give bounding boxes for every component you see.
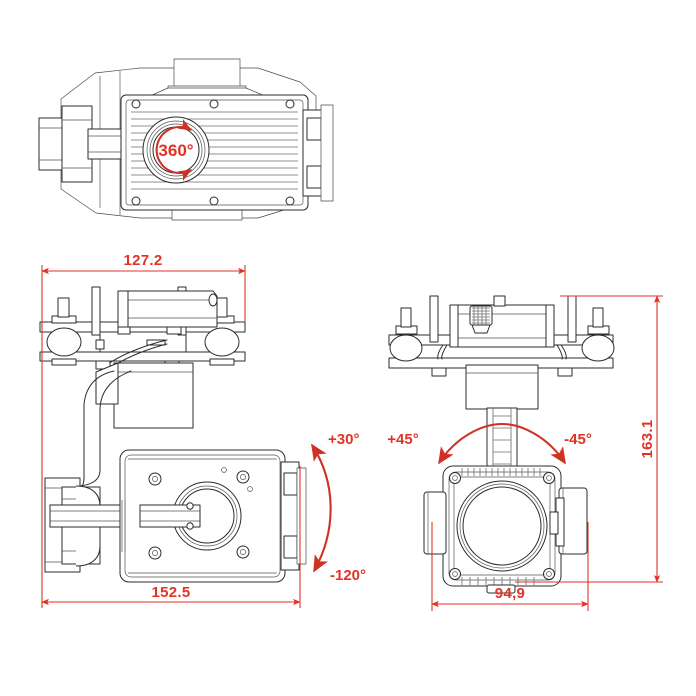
- side-view-body-screws: [148, 467, 253, 560]
- tilt-up-label: +30°: [328, 431, 359, 448]
- top-view-cooling-fins: [131, 111, 298, 190]
- dimension-94-9-label: 94,9: [495, 585, 525, 602]
- roll-angle-indicator: +45° -45°: [387, 422, 592, 465]
- front-view-knurled-knob: [469, 305, 493, 334]
- dimension-152-5-label: 152.5: [151, 584, 190, 601]
- rotation-360-label: 360°: [158, 141, 193, 160]
- dimension-127-2-label: 127.2: [123, 252, 162, 269]
- top-view-right-connector: [302, 104, 334, 202]
- tilt-down-label: -120°: [330, 567, 366, 584]
- roll-left-label: +45°: [387, 431, 418, 448]
- side-view-yaw-housing: [95, 362, 194, 429]
- dimension-152-5: 152.5: [41, 322, 301, 608]
- top-view-screws: [131, 99, 295, 206]
- front-view-yaw-housing: [465, 364, 539, 410]
- view-front: 163.1 94,9 +45° -45°: [387, 295, 663, 611]
- front-view-top-ribs: [461, 468, 541, 476]
- front-view-bottom-ribs: [461, 577, 535, 585]
- dimension-127-2: 127.2: [41, 252, 246, 322]
- side-view-camera-body: [119, 449, 307, 583]
- front-view-damper-plate: [388, 295, 615, 377]
- view-side: 127.2 152.5 +30° -120°: [39, 252, 366, 608]
- side-view-damper-plate: [39, 286, 246, 370]
- tilt-angle-indicator: +30° -120°: [311, 431, 366, 584]
- dimension-94-9: 94,9: [431, 522, 589, 611]
- front-view-camera-body: [423, 465, 588, 594]
- roll-right-label: -45°: [564, 431, 592, 448]
- front-view-corner-screws: [449, 472, 555, 580]
- side-view-pivot-bracket: [44, 477, 156, 573]
- dimension-163-1-label: 163.1: [639, 419, 656, 458]
- view-top: 360°: [38, 58, 334, 221]
- dimension-163-1: 163.1: [515, 295, 663, 583]
- rotation-360-indicator: 360°: [155, 119, 194, 181]
- side-view-body-ribs: [121, 500, 126, 552]
